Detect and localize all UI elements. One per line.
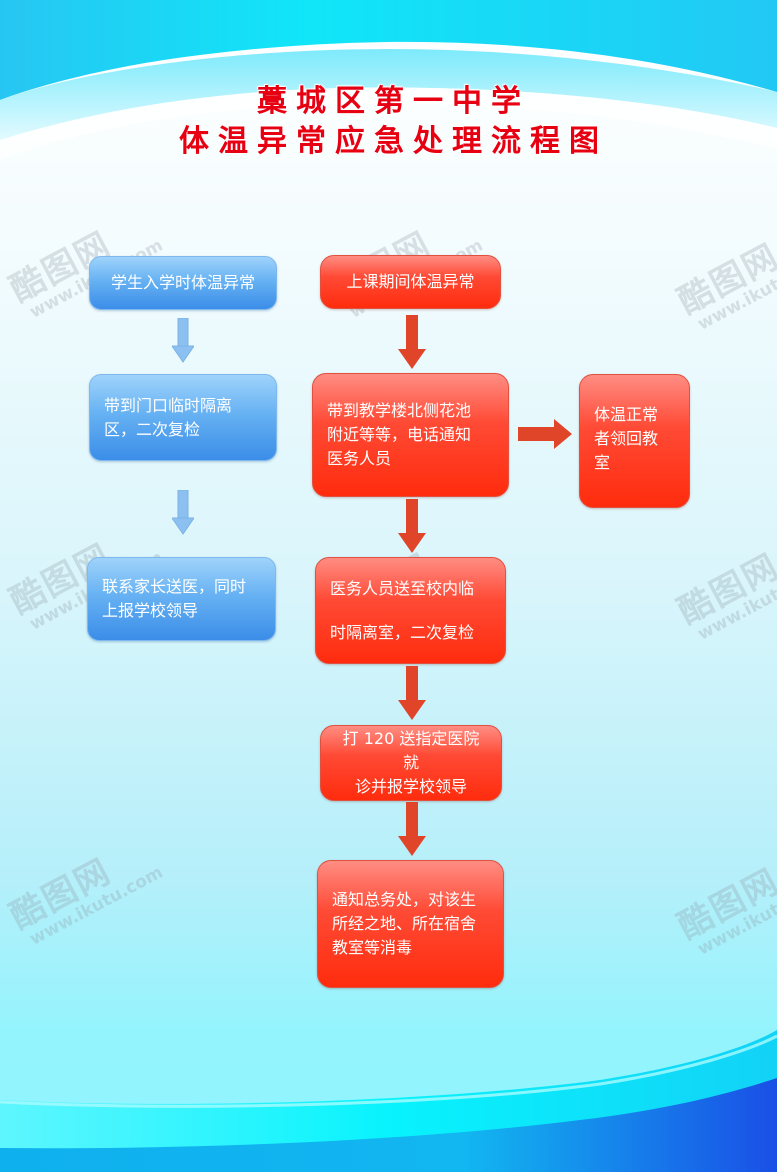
red-arrow-down-icon: [398, 802, 426, 856]
red-arrow-right-icon: [518, 419, 572, 449]
normal-temperature-box: 体温正常者领回教室: [579, 374, 690, 508]
left-step-1-box: 学生入学时体温异常: [89, 256, 277, 310]
red-arrow-down-icon: [398, 499, 426, 553]
red-arrow-down-icon: [398, 315, 426, 369]
blue-arrow-down-icon: [172, 318, 194, 363]
flowchart-title: 体温异常应急处理流程图: [179, 124, 608, 159]
right-step-2-box: 带到教学楼北侧花池附近等等，电话通知医务人员: [312, 373, 509, 497]
left-step-2-box: 带到门口临时隔离区，二次复检: [89, 374, 277, 461]
right-step-1-box: 上课期间体温异常: [320, 255, 501, 309]
blue-arrow-down-icon: [172, 490, 194, 535]
right-step-3-box: 医务人员送至校内临时隔离室，二次复检: [315, 557, 506, 664]
left-step-3-box: 联系家长送医，同时上报学校领导: [87, 557, 276, 641]
right-step-4-box: 打 120 送指定医院就诊并报学校领导: [320, 725, 502, 801]
red-arrow-down-icon: [398, 666, 426, 720]
school-name-title: 藁城区第一中学: [257, 84, 530, 119]
right-step-5-box: 通知总务处，对该生所经之地、所在宿舍教室等消毒: [317, 860, 504, 988]
